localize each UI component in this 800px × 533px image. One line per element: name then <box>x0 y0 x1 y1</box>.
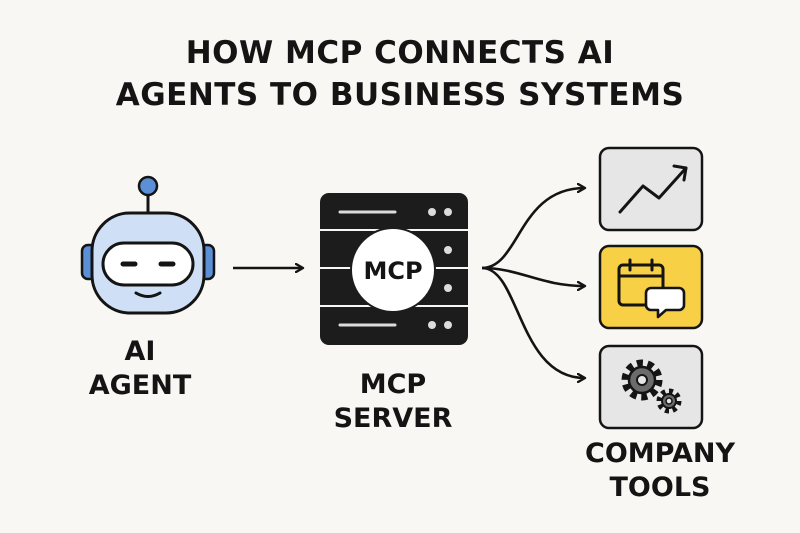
tools-label: COMPANY TOOLS <box>545 437 775 505</box>
title-line-2: AGENTS TO BUSINESS SYSTEMS <box>115 77 685 113</box>
tools-label-line-2: TOOLS <box>609 472 711 503</box>
server-label-line-1: MCP <box>359 369 427 400</box>
calendar-chat-icon <box>617 258 686 319</box>
agent-label-line-2: AGENT <box>88 370 192 401</box>
agent-label: AI AGENT <box>60 335 220 403</box>
arrow-to-tool-3 <box>481 266 585 378</box>
page-title: HOW MCP CONNECTS AI AGENTS TO BUSINESS S… <box>0 32 800 116</box>
tool-card-settings <box>598 344 704 430</box>
robot-icon <box>80 175 216 315</box>
server-label: MCP SERVER <box>313 368 473 436</box>
mcp-badge: MCP <box>363 257 423 285</box>
title-line-1: HOW MCP CONNECTS AI <box>185 35 615 71</box>
arrow-to-tool-2 <box>481 266 585 286</box>
branch-arrows <box>481 188 585 378</box>
tool-card-calendar <box>598 244 704 330</box>
server-label-line-2: SERVER <box>333 403 453 434</box>
gears-icon <box>621 359 682 414</box>
arrow-to-tool-1 <box>481 188 585 270</box>
server-icon <box>320 193 468 345</box>
agent-label-line-1: AI <box>124 336 156 367</box>
tools-label-line-1: COMPANY <box>585 438 735 469</box>
chart-trend-icon <box>618 164 688 214</box>
tool-card-analytics <box>598 146 704 232</box>
